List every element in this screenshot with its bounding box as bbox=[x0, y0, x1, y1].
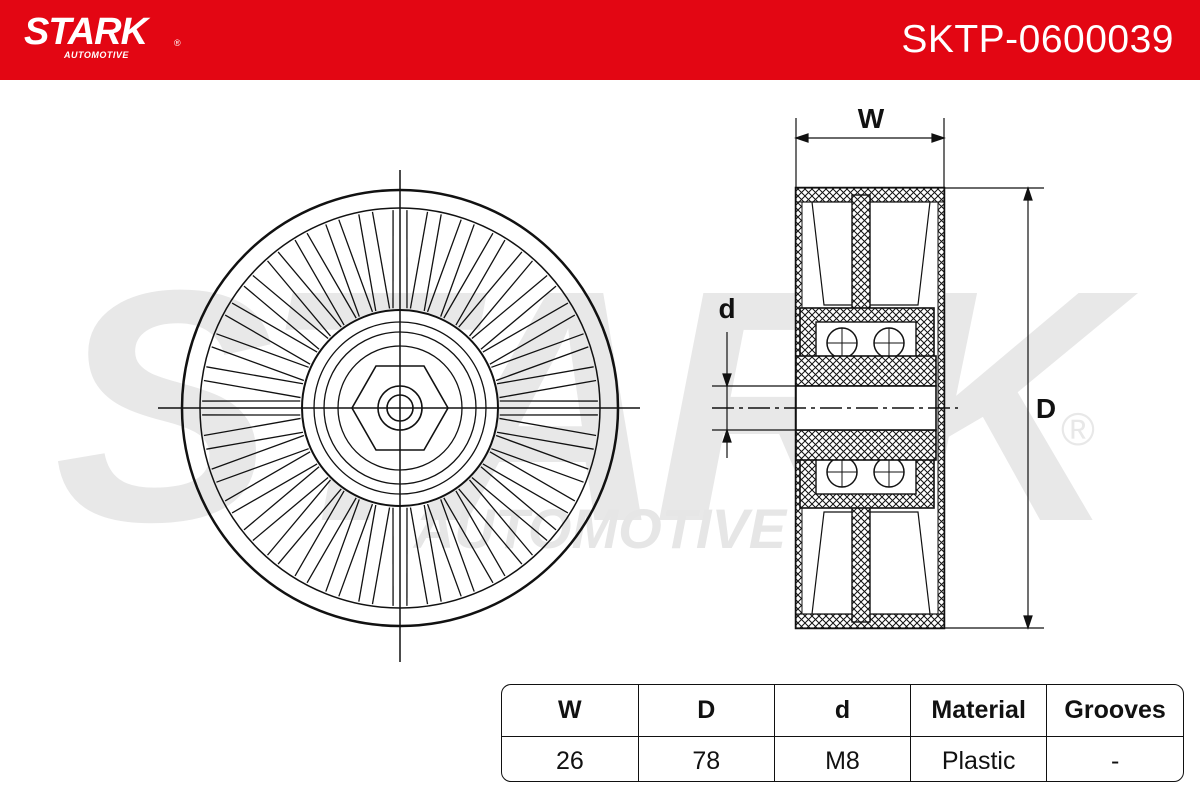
pulley-rib-line bbox=[358, 214, 377, 312]
pulley-rib-line bbox=[499, 379, 597, 399]
pulley-rib-line bbox=[482, 463, 569, 514]
pulley-rib-line bbox=[495, 434, 589, 470]
pulley-rib-line bbox=[243, 466, 320, 531]
pulley-rib-line bbox=[224, 314, 311, 365]
part-number: SKTP-0600039 bbox=[901, 18, 1174, 61]
pulley-rib-line bbox=[480, 285, 557, 350]
pulley-rib-line bbox=[440, 499, 475, 592]
pulley-rib-line bbox=[267, 479, 332, 556]
pulley-rib-line bbox=[489, 451, 576, 502]
dimension-label-diameter: D bbox=[1036, 393, 1056, 424]
pulley-rib-line bbox=[423, 504, 442, 602]
pulley-rib-line bbox=[325, 499, 360, 592]
brand-registered-mark: ® bbox=[174, 38, 181, 48]
pulley-rib-line bbox=[468, 479, 533, 556]
watermark-reg: ® bbox=[1061, 403, 1095, 455]
pulley-rib-line bbox=[306, 497, 357, 584]
bearing-balls bbox=[826, 327, 905, 488]
spec-header-d-bore: d bbox=[773, 685, 911, 737]
pulley-rib-line bbox=[203, 417, 301, 437]
pulley-rib-line bbox=[468, 260, 533, 337]
pulley-rib-line bbox=[224, 451, 311, 502]
pulley-rib-line bbox=[267, 260, 332, 337]
technical-drawing: STARK AUTOMOTIVE ® bbox=[54, 103, 1155, 662]
pulley-ribs bbox=[202, 210, 598, 606]
spec-header-w: W bbox=[502, 685, 639, 737]
pulley-rib-line bbox=[496, 366, 594, 385]
pulley-rib-line bbox=[409, 507, 429, 605]
pulley-section-view bbox=[712, 186, 958, 630]
spec-value-d-outer: 78 bbox=[637, 736, 775, 781]
pulley-rib-line bbox=[371, 211, 391, 309]
pulley-rib-line bbox=[243, 285, 320, 350]
watermark-sub: AUTOMOTIVE bbox=[412, 497, 788, 560]
pulley-rib-line bbox=[496, 431, 594, 450]
watermark-text: STARK bbox=[54, 221, 1143, 590]
pulley-rib-line bbox=[371, 507, 391, 605]
pulley-rib-line bbox=[231, 463, 318, 514]
pulley-rib-line bbox=[471, 476, 548, 541]
brand-subtitle: AUTOMOTIVE bbox=[64, 50, 129, 60]
spec-value-d-bore: M8 bbox=[773, 736, 911, 781]
pulley-rib-line bbox=[423, 214, 442, 312]
dimension-label-width: W bbox=[858, 103, 885, 134]
pulley-front-view bbox=[158, 170, 640, 662]
pulley-rib-line bbox=[294, 239, 345, 326]
pulley-rib-line bbox=[206, 366, 304, 385]
pulley-rib-line bbox=[216, 448, 309, 483]
spec-value-w: 26 bbox=[555, 747, 584, 775]
pulley-rib-line bbox=[294, 490, 345, 577]
pulley-rib-line bbox=[491, 448, 584, 483]
pulley-rib-line bbox=[491, 333, 584, 368]
pulley-rib-line bbox=[482, 302, 569, 353]
pulley-rib-line bbox=[440, 224, 475, 317]
pulley-rib-line bbox=[426, 219, 462, 313]
spec-value-grooves: - bbox=[1046, 736, 1183, 781]
spec-header-material: Material bbox=[910, 685, 1047, 737]
spec-table: W D d Material Grooves 26 78 M8 Plastic … bbox=[501, 684, 1184, 782]
pulley-rib-line bbox=[458, 488, 523, 565]
dimension-lines bbox=[712, 118, 1044, 630]
pulley-rib-line bbox=[252, 476, 329, 541]
pulley-rib-line bbox=[252, 275, 329, 340]
pulley-rib-line bbox=[458, 251, 523, 328]
spec-value-material: Plastic bbox=[910, 736, 1047, 781]
pulley-rib-line bbox=[277, 251, 342, 328]
pulley-rib-line bbox=[216, 333, 309, 368]
pulley-rib-line bbox=[455, 239, 506, 326]
pulley-rib-line bbox=[443, 497, 494, 584]
pulley-rib-line bbox=[338, 219, 374, 313]
pulley-rib-line bbox=[211, 346, 305, 382]
dimension-label-bore: d bbox=[718, 293, 735, 324]
pulley-rib-line bbox=[499, 417, 597, 437]
brand-name: STARK bbox=[24, 11, 148, 53]
pulley-rib-line bbox=[489, 314, 576, 365]
spec-table-header-row: W D d Material Grooves bbox=[502, 685, 1183, 737]
pulley-rib-line bbox=[338, 503, 374, 597]
spec-header-d-outer: D bbox=[637, 685, 775, 737]
stark-logo: STARK ® AUTOMOTIVE bbox=[24, 11, 181, 60]
pulley-rib-line bbox=[443, 232, 494, 319]
spec-table-value-row: 26 78 M8 Plastic - bbox=[502, 736, 1183, 781]
pulley-rib-line bbox=[495, 346, 589, 382]
header-bar: STARK ® AUTOMOTIVE SKTP-0600039 bbox=[0, 0, 1200, 80]
pulley-rib-line bbox=[426, 503, 462, 597]
pulley-rib-line bbox=[471, 275, 548, 340]
pulley-rib-line bbox=[455, 490, 506, 577]
pulley-rib-line bbox=[480, 466, 557, 531]
spec-header-grooves: Grooves bbox=[1046, 685, 1183, 737]
pulley-rib-line bbox=[211, 434, 305, 470]
pulley-rib-line bbox=[358, 504, 377, 602]
pulley-rib-line bbox=[206, 431, 304, 450]
pulley-rib-line bbox=[409, 211, 429, 309]
pulley-rib-line bbox=[277, 488, 342, 565]
pulley-rib-line bbox=[231, 302, 318, 353]
pulley-rib-line bbox=[203, 379, 301, 399]
watermark: STARK AUTOMOTIVE ® bbox=[54, 221, 1155, 590]
pulley-rib-line bbox=[325, 224, 360, 317]
pulley-rib-line bbox=[306, 232, 357, 319]
